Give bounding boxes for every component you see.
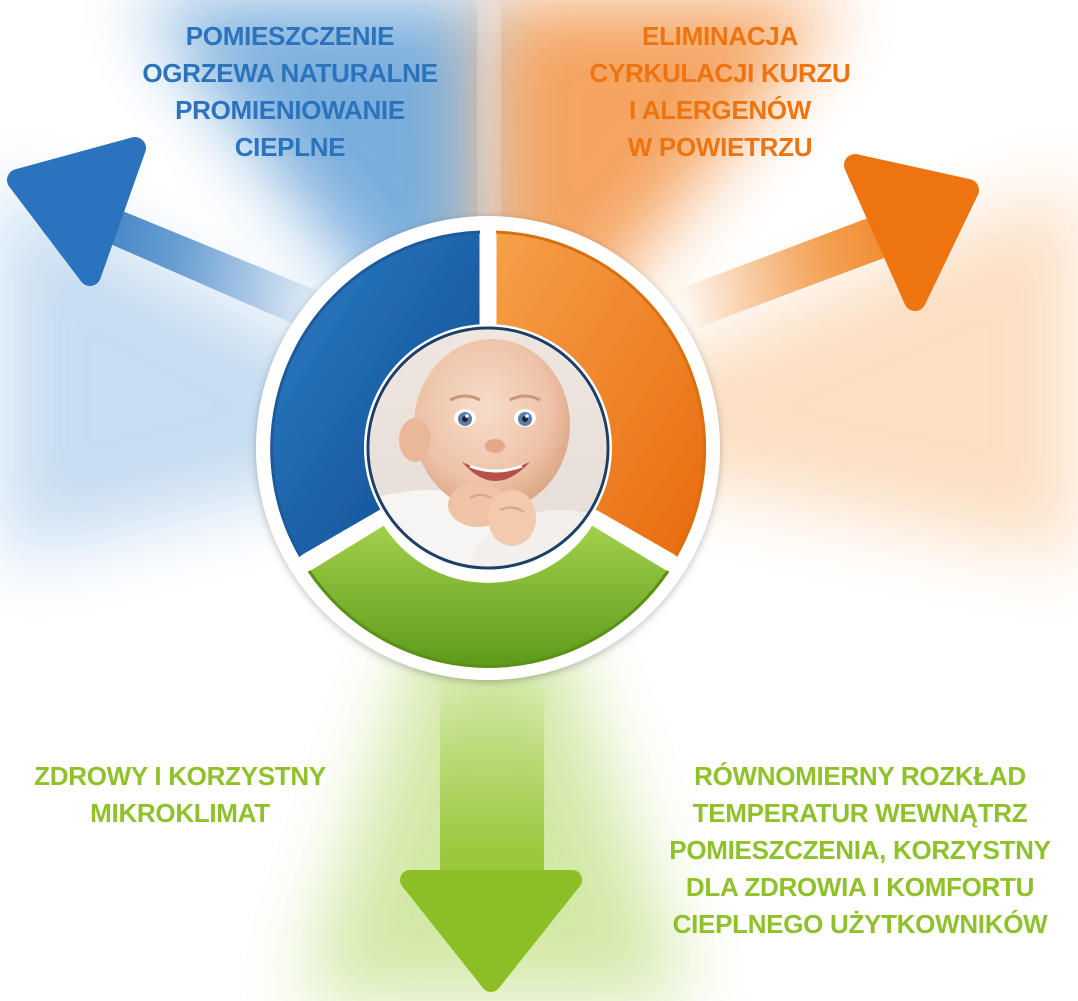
arrow-down-icon [400, 680, 582, 992]
label-line: CIEPLNE [234, 132, 346, 162]
label-healthy-microclimate: ZDROWY I KORZYSTNY MIKROKLIMAT [10, 758, 350, 832]
arrow-up-right-icon [650, 154, 979, 340]
label-line: DLA ZDROWIA I KOMFORTU [685, 872, 1035, 902]
label-line: CYRKULACJI KURZU [589, 58, 851, 88]
label-line: TEMPERATUR WEWNĄTRZ [692, 798, 1028, 828]
label-dust-elimination: ELIMINACJA CYRKULACJI KURZU I ALERGENÓW … [560, 18, 880, 166]
label-line: RÓWNOMIERNY ROZKŁAD [694, 761, 1026, 791]
label-line: CIEPLNEGO UŻYTKOWNIKÓW [672, 909, 1048, 939]
label-line: PROMIENIOWANIE [175, 95, 405, 125]
label-line: ZDROWY I KORZYSTNY [34, 761, 326, 791]
label-line: W POWIETRZU [627, 132, 813, 162]
label-line: OGRZEWA NATURALNE [142, 58, 438, 88]
label-line: POMIESZCZENIE [185, 21, 395, 51]
label-even-temperature: RÓWNOMIERNY ROZKŁAD TEMPERATUR WEWNĄTRZ … [650, 758, 1070, 943]
label-line: I ALERGENÓW [628, 95, 812, 125]
label-radiant-heating: POMIESZCZENIE OGRZEWA NATURALNE PROMIENI… [140, 18, 440, 166]
arrow-up-left-icon [7, 137, 345, 340]
label-line: POMIESZCZENIA, KORZYSTNY [669, 835, 1051, 865]
label-line: ELIMINACJA [642, 21, 798, 51]
label-line: MIKROKLIMAT [90, 798, 270, 828]
